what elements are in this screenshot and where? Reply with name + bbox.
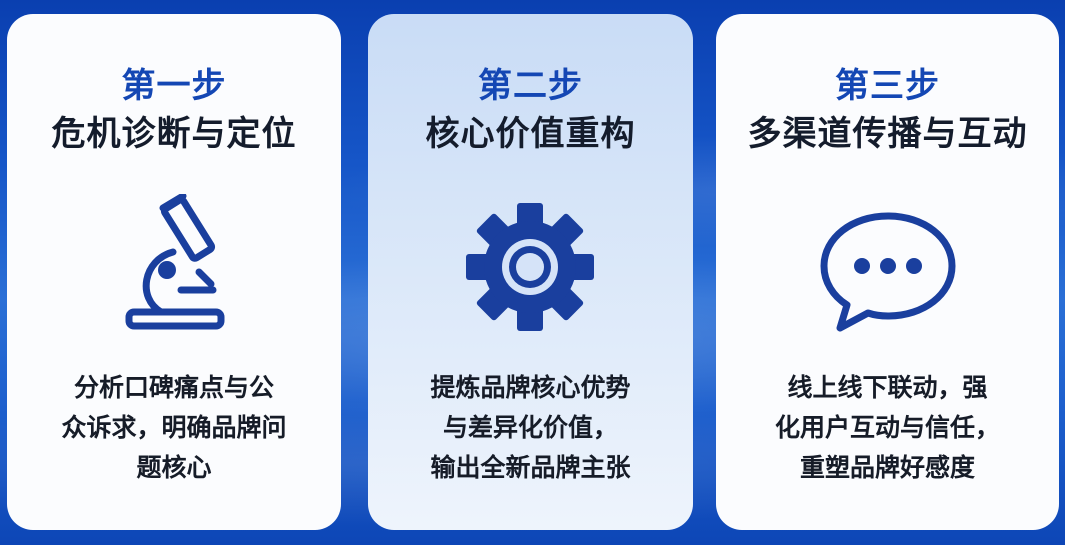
step-title: 核心价值重构 (425, 114, 636, 154)
desc-line: 重塑品牌好感度 (799, 453, 975, 482)
microscope-icon (125, 194, 225, 330)
gear-icon (466, 203, 594, 331)
desc-line: 提炼品牌核心优势 (430, 373, 631, 402)
step-card-2: 第二步 核心价值重构 提炼品牌核心优势 与差异化价值， 输出全新品牌主张 (368, 14, 693, 530)
step-title: 危机诊断与定位 (51, 114, 297, 154)
desc-line: 分析口碑痛点与公 (73, 373, 274, 402)
step-label: 第二步 (478, 66, 583, 106)
step-card-1: 第一步 危机诊断与定位 分析口碑痛点与公 众诉求，明确品牌问 题核心 (7, 14, 341, 530)
desc-line: 化用户互动与信任， (774, 413, 1000, 442)
desc-line: 线上线下联动，强 (787, 373, 988, 402)
step-description: 提炼品牌核心优势 与差异化价值， 输出全新品牌主张 (368, 368, 693, 488)
step-title: 多渠道传播与互动 (747, 114, 1028, 154)
chat-bubble-icon (820, 212, 956, 332)
step-description: 分析口碑痛点与公 众诉求，明确品牌问 题核心 (7, 368, 341, 488)
step-description: 线上线下联动，强 化用户互动与信任， 重塑品牌好感度 (716, 368, 1059, 488)
step-label: 第一步 (121, 66, 227, 106)
desc-line: 众诉求，明确品牌问 (61, 413, 287, 442)
desc-line: 题核心 (136, 453, 212, 482)
desc-line: 与差异化价值， (442, 413, 618, 442)
step-card-3: 第三步 多渠道传播与互动 线上线下联动，强 化用户互动与信任， 重塑品牌好感度 (716, 14, 1059, 530)
step-label: 第三步 (835, 66, 940, 106)
desc-line: 输出全新品牌主张 (430, 453, 631, 482)
